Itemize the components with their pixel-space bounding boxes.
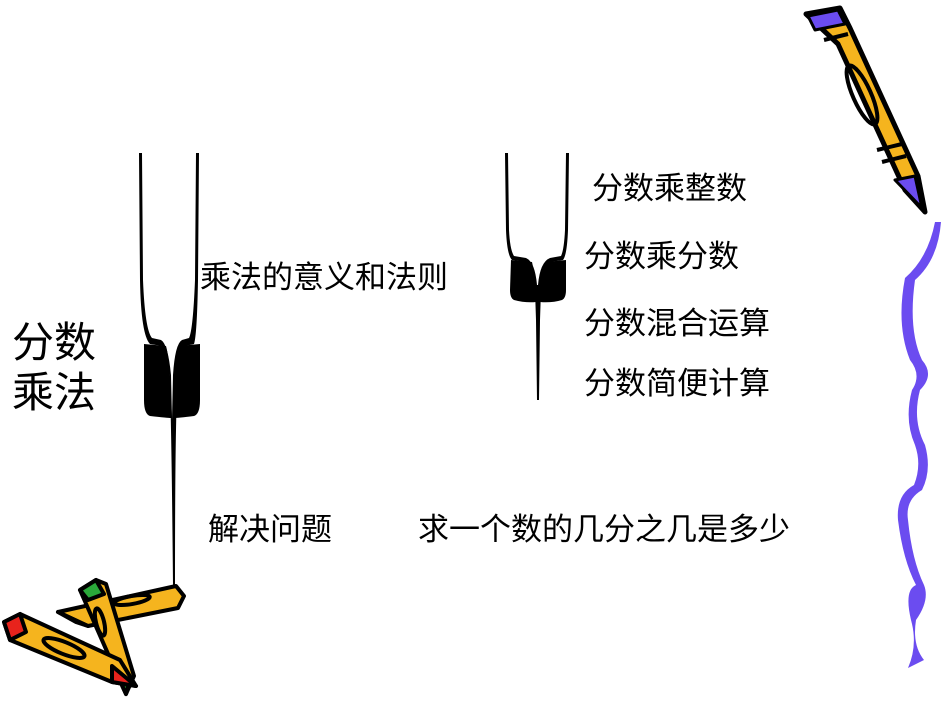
branch-problem-solving-label: 解决问题 [208, 512, 332, 548]
leaf-fraction-times-fraction: 分数乘分数 [584, 239, 739, 275]
leaf-fraction-times-integer: 分数乘整数 [592, 171, 747, 207]
root-topic: 分数乘法 [12, 318, 97, 417]
branch-problem-solving-detail: 求一个数的几分之几是多少 [418, 512, 790, 548]
leaf-mixed-operations: 分数混合运算 [584, 306, 770, 342]
branch-meaning-label: 乘法的意义和法则 [200, 260, 448, 296]
leaf-simplified-calculation: 分数简便计算 [584, 366, 770, 402]
